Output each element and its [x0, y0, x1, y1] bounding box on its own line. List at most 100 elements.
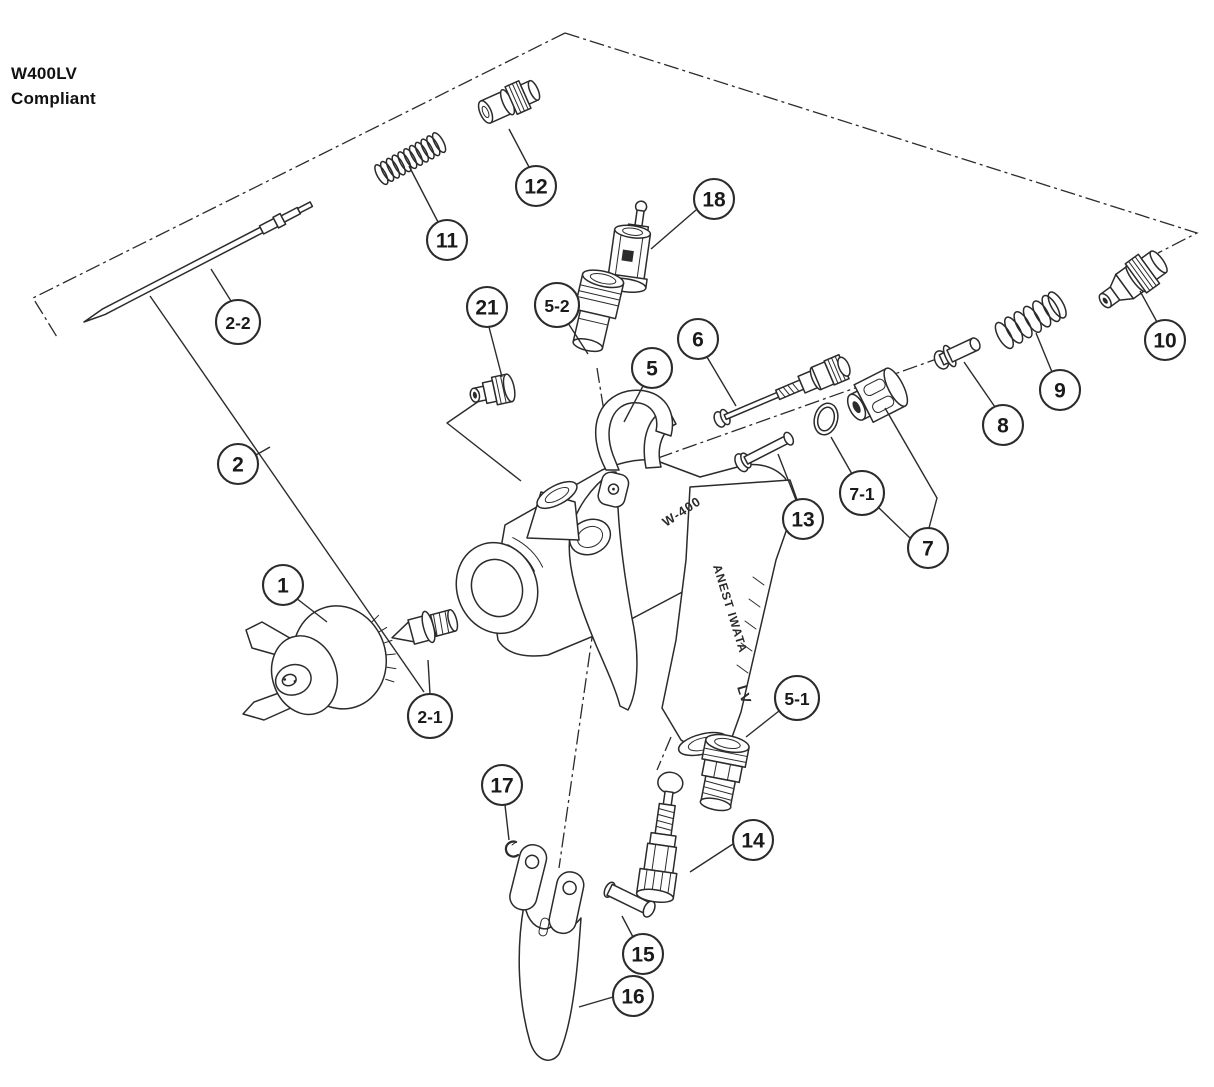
part-13-pin: [734, 431, 795, 473]
callout-21-bubble: [465, 285, 509, 329]
callout-2-1: 2-1: [406, 659, 454, 740]
callout-17-leader-line: [504, 804, 510, 841]
callout-7-1-leader-line: [830, 436, 853, 475]
part-14-fluid-adjust-set: [635, 771, 684, 904]
callout-8-bubble: [981, 403, 1025, 447]
part-5-1-air-inlet: [699, 733, 750, 812]
part-6-needle-adjust-rod: [713, 353, 851, 428]
callout-17-number: 17: [490, 775, 513, 798]
callout-13-number: 13: [791, 509, 814, 532]
callout-8-number: 8: [997, 415, 1009, 438]
callout-5-2-bubble: [533, 281, 581, 329]
compliance-note-line1: W400LV: [11, 64, 78, 83]
callout-7-1-number: 7-1: [849, 484, 875, 504]
callout-12-bubble: [514, 164, 558, 208]
body-lv-marking: LV: [734, 683, 755, 706]
trigger-pivot-stud: [597, 471, 630, 508]
callout-14-number: 14: [741, 830, 765, 853]
callout-14: 14: [689, 818, 775, 873]
callout-15-leader-line: [621, 915, 634, 938]
callout-2-leader-line: [255, 446, 271, 456]
callout-2-2-bubble: [214, 298, 262, 346]
callout-13: 13: [777, 453, 825, 541]
callout-21-leader-line: [488, 326, 503, 378]
callout-7-bubble: [906, 526, 950, 570]
callout-6: 6: [676, 317, 737, 407]
callout-5-number: 5: [646, 358, 658, 381]
part-7-1-o-ring: [813, 402, 839, 436]
callout-10: 10: [1139, 290, 1187, 362]
callout-1-bubble: [261, 563, 305, 607]
callout-5-2-number: 5-2: [544, 296, 570, 316]
callout-13-bubble: [781, 497, 825, 541]
callout-12-number: 12: [524, 176, 547, 199]
callout-2-1-number: 2-1: [417, 707, 443, 727]
callout-6-leader-line: [706, 356, 737, 407]
compliance-note-line2: Compliant: [11, 88, 96, 108]
callout-6-bubble: [676, 317, 720, 361]
callout-9: 9: [1035, 332, 1082, 412]
callout-15-bubble: [621, 932, 665, 976]
callout-13-leader-line: [777, 453, 797, 501]
callout-8-leader-line: [963, 361, 996, 408]
part-15-trigger-pin: [603, 881, 656, 918]
callout-11: 11: [408, 165, 469, 262]
callout-layer: 122-12-255-15-2677-189101112131415161718…: [210, 128, 1187, 1018]
hanging-hook: [594, 389, 674, 471]
callout-2-2: 2-2: [210, 268, 262, 346]
callout-11-bubble: [425, 218, 469, 262]
callout-1-leader-line: [295, 597, 328, 623]
callout-21: 21: [465, 285, 509, 378]
callout-21-number: 21: [475, 297, 499, 320]
callout-10-number: 10: [1153, 330, 1176, 353]
compliance-note: W400LV Compliant: [11, 62, 96, 111]
part-17-e-ring: [504, 840, 520, 858]
part-7-valve-cage: [846, 367, 909, 424]
part-5-2-air-valve: [572, 269, 625, 353]
part-gun-body: W-400 ANEST IWATA LV: [455, 389, 798, 757]
callout-9-number: 9: [1054, 380, 1066, 403]
part-9-spring: [994, 291, 1067, 350]
callout-16-bubble: [611, 974, 655, 1018]
callout-17-bubble: [480, 763, 524, 807]
callout-2-1-leader-line: [427, 659, 431, 695]
callout-12-leader-line: [508, 128, 530, 168]
connector-lines: [149, 295, 911, 693]
callout-5-2-leader-line: [567, 322, 589, 355]
callout-15: 15: [621, 915, 665, 976]
part-2-2-fluid-needle: [83, 201, 314, 323]
callout-18-number: 18: [702, 189, 726, 212]
callout-5-1-leader-line: [745, 710, 780, 738]
fluid-inlet-neck: [526, 480, 580, 541]
callout-1-number: 1: [277, 575, 289, 598]
callout-18: 18: [650, 177, 736, 250]
callout-2: 2: [216, 442, 271, 486]
callout-17: 17: [480, 763, 524, 841]
callout-5-leader-line: [623, 385, 644, 423]
callout-2-1-bubble: [406, 692, 454, 740]
link-7-1-to-7: [878, 507, 911, 539]
callout-9-leader-line: [1035, 332, 1053, 373]
body-port-opening: [568, 518, 612, 556]
callout-10-leader-line: [1139, 290, 1158, 323]
callout-2-2-leader-line: [210, 268, 232, 302]
part-1-air-cap: [242, 605, 397, 721]
boundary-frame: [32, 32, 1199, 338]
part-2-1-fluid-nozzle: [391, 609, 459, 645]
callout-7-1: 7-1: [830, 436, 886, 517]
callout-18-leader-line: [650, 209, 697, 250]
callout-16-number: 16: [621, 986, 644, 1009]
callout-7-leader-line: [884, 407, 938, 529]
callout-5-1-number: 5-1: [784, 689, 810, 709]
callout-5-2: 5-2: [533, 281, 589, 355]
callout-14-bubble: [731, 818, 775, 862]
callout-10-bubble: [1143, 318, 1187, 362]
front-barrel-ring: [455, 537, 544, 635]
callout-16: 16: [578, 974, 655, 1018]
part-16-trigger: [509, 844, 585, 1061]
callout-6-number: 6: [692, 329, 704, 352]
part-10-air-adjust-knob: [1098, 250, 1168, 309]
callout-2-bubble: [216, 442, 260, 486]
group-2-line: [149, 295, 425, 693]
